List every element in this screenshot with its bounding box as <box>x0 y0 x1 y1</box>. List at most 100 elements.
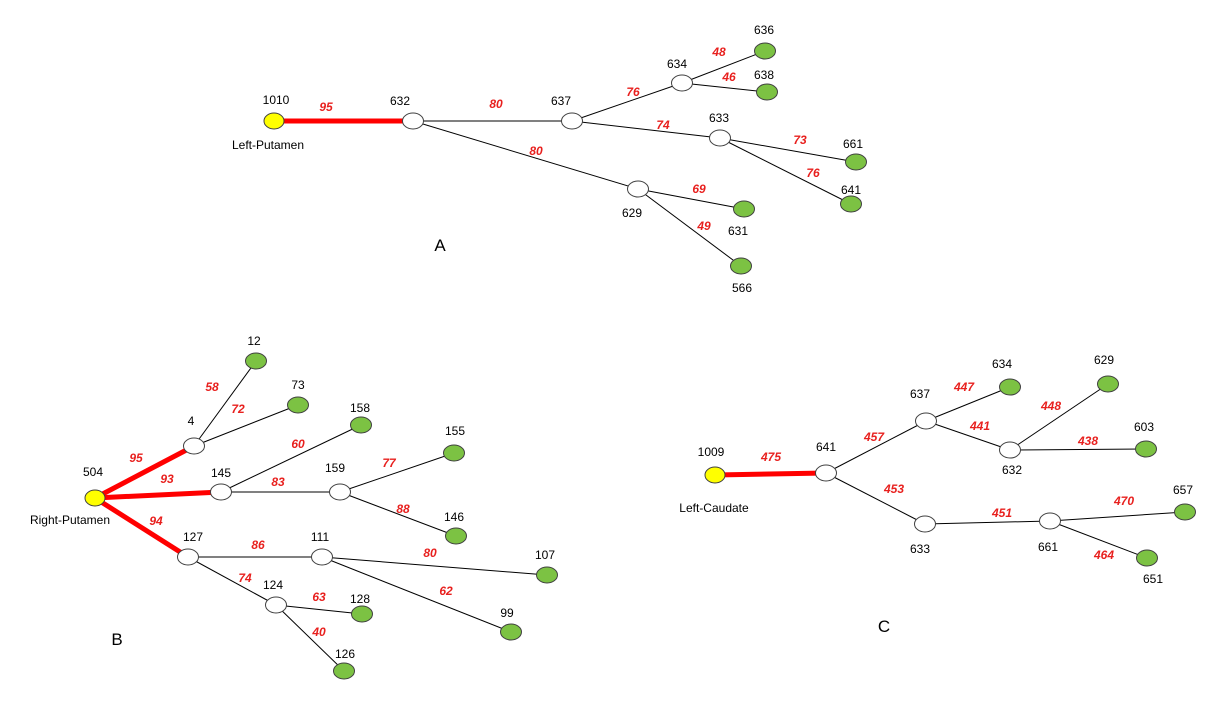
inner-node-637 <box>561 112 583 130</box>
leaf-node-638 <box>756 83 778 101</box>
node-id-label: 1009 <box>698 445 725 459</box>
inner-node-629 <box>627 180 649 198</box>
leaf-node-629 <box>1097 375 1119 393</box>
edge-632-603 <box>1009 448 1147 451</box>
edge-weight-label: 441 <box>969 419 990 433</box>
leaf-node-634 <box>999 378 1021 396</box>
edge-weight-label: 40 <box>311 625 326 639</box>
edge-weight-label: 73 <box>793 133 807 147</box>
node-id-label: 99 <box>500 606 514 620</box>
inner-node-4 <box>183 437 205 455</box>
leaf-node-661 <box>845 153 867 171</box>
inner-node-127 <box>177 548 199 566</box>
node-layer <box>84 352 558 680</box>
edge-629-566 <box>637 188 742 267</box>
leaf-node-566 <box>730 257 752 275</box>
edge-weight-label: 83 <box>271 475 285 489</box>
inner-node-661 <box>1039 512 1061 530</box>
leaf-node-73 <box>287 396 309 414</box>
panel-title: C <box>878 617 890 636</box>
edge-weight-label: 447 <box>953 380 975 394</box>
edge-634-638 <box>681 82 768 93</box>
edge-4-73 <box>193 404 299 447</box>
node-id-label: 504 <box>83 465 103 479</box>
edge-weight-label: 77 <box>382 456 397 470</box>
edge-layer <box>274 50 857 267</box>
node-layer <box>704 375 1196 567</box>
inner-node-145 <box>210 483 232 501</box>
edge-weight-label: 464 <box>1093 548 1114 562</box>
node-layer <box>263 42 867 275</box>
edge-637-634 <box>571 82 683 122</box>
edge-124-126 <box>275 604 345 672</box>
edge-weight-label: 58 <box>205 380 219 394</box>
edge-weight-label: 88 <box>396 502 410 516</box>
node-id-label: 661 <box>843 137 863 151</box>
edge-633-661 <box>924 520 1051 525</box>
edge-weight-label: 72 <box>231 402 245 416</box>
edge-641-637 <box>825 420 927 474</box>
edge-661-651 <box>1049 520 1148 559</box>
node-id-label: 651 <box>1143 572 1163 586</box>
leaf-node-146 <box>445 527 467 545</box>
node-id-label: 128 <box>350 592 370 606</box>
strong-edge-504-127 <box>93 495 190 560</box>
root-region-label: Left-Caudate <box>679 501 749 515</box>
root-node-1010 <box>263 112 285 130</box>
node-id-label: 4 <box>188 414 195 428</box>
node-id-label: 603 <box>1134 420 1154 434</box>
node-id-label: 1010 <box>263 93 290 107</box>
edge-weight-label: 475 <box>760 450 781 464</box>
root-region-label: Left-Putamen <box>232 138 304 152</box>
edge-632-629 <box>412 120 639 190</box>
leaf-node-155 <box>443 444 465 462</box>
edge-weight-label: 46 <box>721 70 736 84</box>
edge-weight-label: 95 <box>129 451 143 465</box>
node-id-label: 73 <box>291 378 305 392</box>
edge-weight-label: 451 <box>991 506 1012 520</box>
strong-edge-1009-641 <box>714 470 827 478</box>
node-id-label: 127 <box>183 530 203 544</box>
edge-633-661 <box>719 137 857 163</box>
edge-634-636 <box>681 50 766 84</box>
node-id-label: 637 <box>551 94 571 108</box>
node-id-label: 636 <box>754 23 774 37</box>
node-id-label: 629 <box>622 206 642 220</box>
edge-weight-label: 438 <box>1077 434 1098 448</box>
node-id-label: 566 <box>732 281 752 295</box>
leaf-node-99 <box>500 623 522 641</box>
node-id-label: 158 <box>350 401 370 415</box>
leaf-node-107 <box>536 566 558 584</box>
node-id-label: 629 <box>1094 353 1114 367</box>
node-id-label: 637 <box>910 387 930 401</box>
edge-weight-label: 74 <box>656 118 670 132</box>
leaf-node-657 <box>1174 503 1196 521</box>
root-node-504 <box>84 489 106 507</box>
edge-weight-label: 93 <box>160 472 174 486</box>
root-region-label: Right-Putamen <box>30 513 110 527</box>
inner-node-641 <box>815 464 837 482</box>
edge-629-631 <box>637 188 745 210</box>
inner-node-633 <box>914 515 936 533</box>
inner-node-637 <box>915 412 937 430</box>
leaf-node-636 <box>754 42 776 60</box>
inner-node-632 <box>402 112 424 130</box>
edge-127-124 <box>187 556 277 606</box>
edge-weight-label: 448 <box>1040 399 1061 413</box>
node-id-label: 146 <box>444 510 464 524</box>
node-id-label: 155 <box>445 424 465 438</box>
inner-node-632 <box>999 441 1021 459</box>
edge-weight-label: 63 <box>312 590 326 604</box>
node-id-label: 641 <box>816 440 836 454</box>
node-id-label: 159 <box>325 461 345 475</box>
edge-641-633 <box>825 472 926 525</box>
inner-node-159 <box>329 483 351 501</box>
edge-111-99 <box>321 556 512 633</box>
edge-layer <box>714 383 1186 559</box>
edge-weight-label: 86 <box>251 538 265 552</box>
leaf-node-641 <box>840 195 862 213</box>
edge-weight-label: 76 <box>626 85 640 99</box>
edge-weight-label: 48 <box>711 45 726 59</box>
